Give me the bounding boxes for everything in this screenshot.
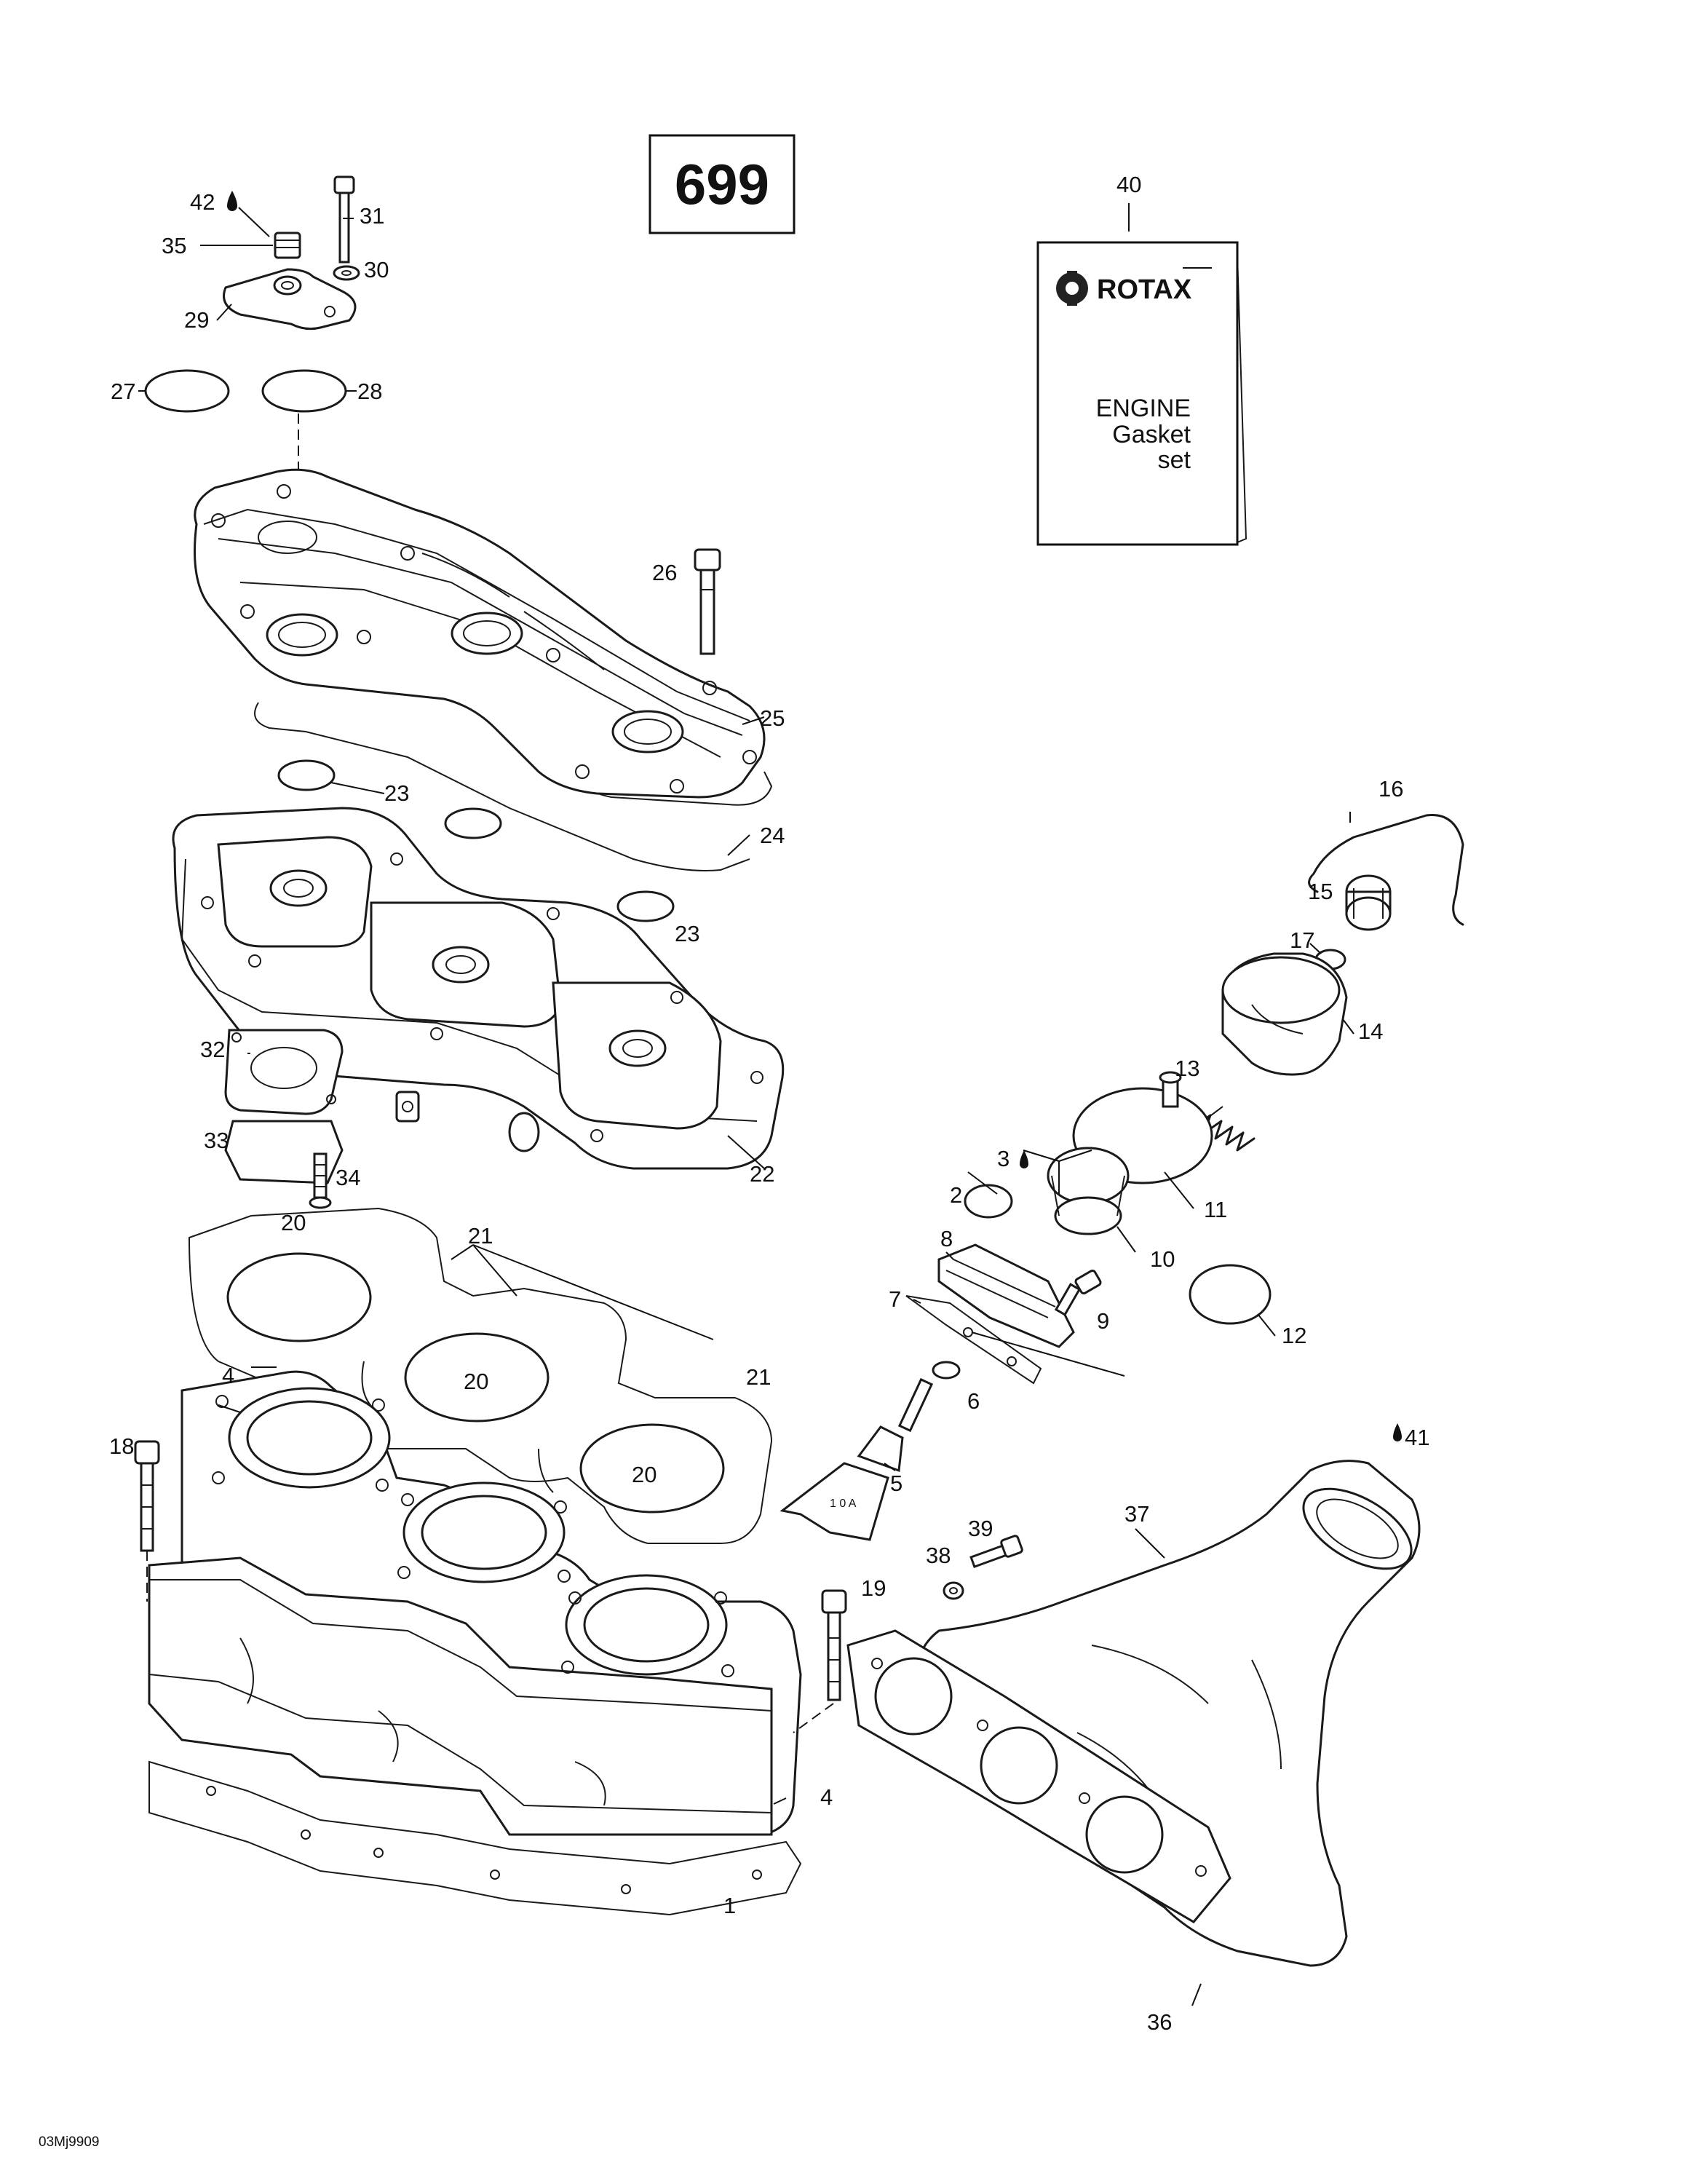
booklet-brand: ROTAX <box>1097 274 1192 305</box>
callout-22: 22 <box>750 1161 774 1187</box>
callout-4-b: 4 <box>820 1784 833 1810</box>
callout-38: 38 <box>926 1543 951 1568</box>
callout-24: 24 <box>760 823 785 848</box>
callout-10: 10 <box>1150 1246 1175 1272</box>
callout-8: 8 <box>940 1226 953 1251</box>
screw-31 <box>333 175 355 264</box>
cylinder-block <box>148 1370 802 1836</box>
callout-1: 1 <box>723 1893 736 1918</box>
o-ring-12 <box>1189 1264 1272 1325</box>
callout-39: 39 <box>968 1516 993 1541</box>
washer-38 <box>943 1581 964 1600</box>
spring-clip-16 <box>1308 814 1464 926</box>
drawing-code: 03Mj9909 <box>39 2134 99 2150</box>
cylinder-head <box>172 807 785 1170</box>
callout-labels: 42 35 31 30 29 27 28 26 25 23 23 24 32 3… <box>109 172 1429 2035</box>
callout-37: 37 <box>1124 1501 1149 1527</box>
callout-32: 32 <box>200 1037 225 1062</box>
callout-14: 14 <box>1358 1018 1383 1044</box>
callout-9: 9 <box>1097 1308 1109 1334</box>
cap-15 <box>1345 874 1392 931</box>
callout-41: 41 <box>1405 1425 1429 1450</box>
callout-21-b: 21 <box>746 1364 771 1390</box>
axis-line-19 <box>793 1703 834 1733</box>
grease-drop-icon <box>227 191 1402 1441</box>
o-ring-23 <box>277 759 675 922</box>
o-ring-27 <box>144 369 230 413</box>
callout-30: 30 <box>364 257 389 282</box>
screw-39 <box>969 1535 1023 1569</box>
callout-11: 11 <box>1204 1197 1227 1222</box>
callout-6: 6 <box>967 1388 980 1414</box>
callout-40: 40 <box>1116 172 1141 197</box>
exhaust-gasket-36 <box>846 1629 1231 1923</box>
callout-36: 36 <box>1147 2009 1172 2035</box>
screw-18 <box>134 1440 160 1552</box>
callout-12: 12 <box>1282 1323 1306 1348</box>
callout-3: 3 <box>997 1146 1009 1171</box>
callout-16: 16 <box>1378 776 1403 802</box>
callout-20-c: 20 <box>632 1462 656 1487</box>
washer-30 <box>333 265 360 281</box>
callout-23-b: 23 <box>675 921 699 946</box>
leader-lines <box>138 207 1354 2006</box>
callout-23-a: 23 <box>384 780 409 806</box>
screw-34 <box>309 1152 332 1209</box>
callout-25: 25 <box>760 705 785 731</box>
callout-7: 7 <box>889 1286 901 1312</box>
callout-42: 42 <box>190 189 215 215</box>
cover-plate-33 <box>224 1120 344 1184</box>
cylinder-head-cover <box>194 468 773 806</box>
callout-2: 2 <box>950 1182 962 1208</box>
page-number: 699 <box>675 152 769 216</box>
o-ring-28 <box>261 369 347 413</box>
gasket-32 <box>224 1029 344 1115</box>
page-number-box: 699 <box>648 134 796 234</box>
callout-27: 27 <box>111 379 135 404</box>
piston-10 <box>1047 1147 1130 1235</box>
callout-31: 31 <box>360 203 384 229</box>
screw-26 <box>694 548 721 655</box>
water-outlet-elbow <box>223 268 357 331</box>
callout-15: 15 <box>1308 879 1333 904</box>
callout-20-b: 20 <box>464 1369 488 1394</box>
head-gasket-24 <box>254 702 750 871</box>
fitting-plug <box>274 232 301 259</box>
callout-35: 35 <box>162 233 186 258</box>
callout-21-a: 21 <box>468 1223 493 1249</box>
callout-28: 28 <box>357 379 382 404</box>
callout-20-a: 20 <box>281 1210 306 1235</box>
rotax-gear-logo <box>1056 271 1088 306</box>
valve-cage-8 <box>937 1243 1075 1348</box>
callout-5: 5 <box>890 1471 903 1496</box>
callout-18: 18 <box>109 1433 134 1459</box>
booklet-line-engine: ENGINE <box>1096 395 1191 422</box>
callout-34: 34 <box>336 1165 360 1190</box>
callout-26: 26 <box>652 560 677 585</box>
callout-33: 33 <box>204 1128 229 1153</box>
base-gasket-1 <box>148 1760 802 1916</box>
o-ring-6 <box>932 1361 961 1380</box>
booklet-line-gasket: Gasket <box>1112 421 1191 448</box>
booklet-line-set: set <box>1158 446 1191 474</box>
o-ring-2 <box>964 1184 1013 1219</box>
gasket-set-booklet: ROTAX ENGINE Gasket set <box>1036 203 1247 546</box>
screw-9 <box>1054 1269 1102 1316</box>
screw-19 <box>821 1589 847 1701</box>
housing-14 <box>1221 952 1348 1076</box>
callout-4-a: 4 <box>222 1363 234 1388</box>
valve-stem-5: 1 0 A <box>779 1377 934 1541</box>
callout-29: 29 <box>184 307 209 333</box>
callout-17: 17 <box>1290 927 1314 953</box>
callout-13: 13 <box>1175 1056 1199 1081</box>
valve-stamp: 1 0 A <box>830 1497 857 1510</box>
callout-19: 19 <box>861 1575 886 1601</box>
